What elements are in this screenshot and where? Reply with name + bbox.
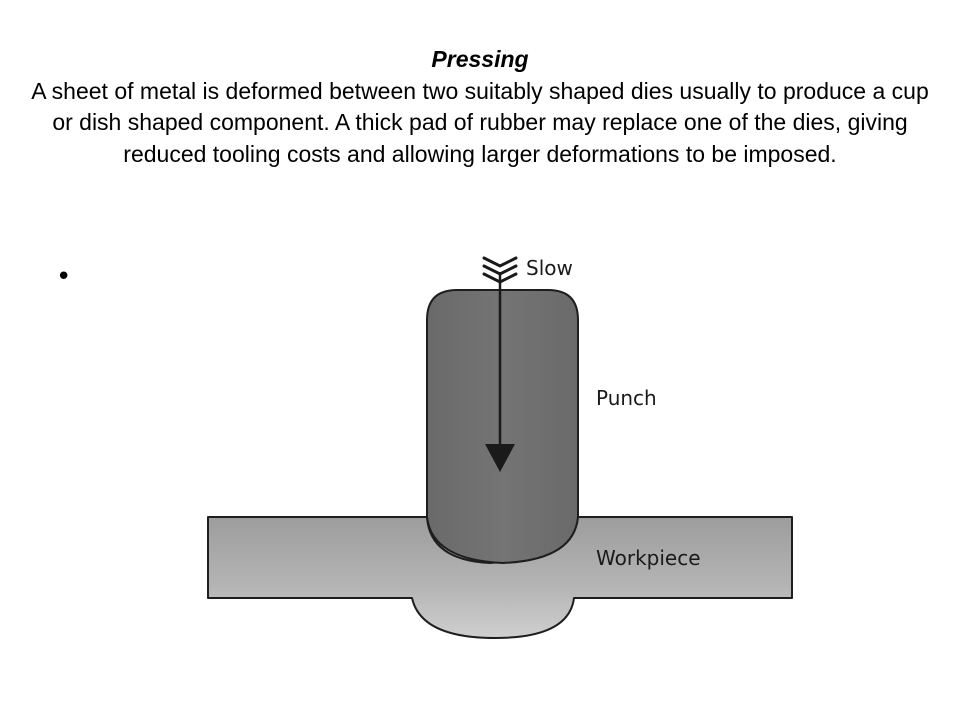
- slide-description: A sheet of metal is deformed between two…: [31, 77, 929, 167]
- arrow-head: [485, 444, 515, 472]
- motion-arrow: [482, 256, 518, 472]
- speed-label: Slow: [526, 256, 573, 280]
- slide-header: Pressing A sheet of metal is deformed be…: [30, 44, 930, 170]
- punch-label: Punch: [596, 386, 657, 410]
- punch-shape: [426, 289, 579, 564]
- arrow-fletching: [482, 256, 518, 284]
- workpiece-label: Workpiece: [596, 546, 701, 570]
- workpiece-shape: [207, 516, 793, 639]
- slide-title: Pressing: [431, 46, 529, 72]
- bullet-point: •: [56, 262, 72, 292]
